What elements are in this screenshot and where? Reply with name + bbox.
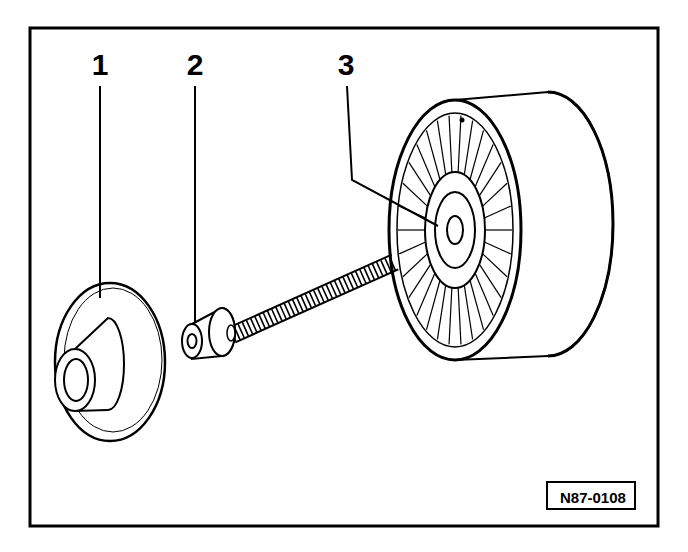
callout-number: 2 bbox=[187, 50, 204, 80]
callout-number: 1 bbox=[92, 50, 109, 80]
leader-lines bbox=[100, 86, 438, 322]
bolt bbox=[182, 255, 398, 359]
drawing-number-box: N87-0108 bbox=[546, 481, 636, 510]
callout-number: 3 bbox=[338, 50, 355, 80]
cover-cap bbox=[55, 283, 165, 441]
drawing-number: N87-0108 bbox=[560, 490, 622, 505]
frame bbox=[30, 28, 658, 526]
pulley bbox=[389, 92, 613, 360]
pulley-spokes bbox=[398, 116, 512, 345]
